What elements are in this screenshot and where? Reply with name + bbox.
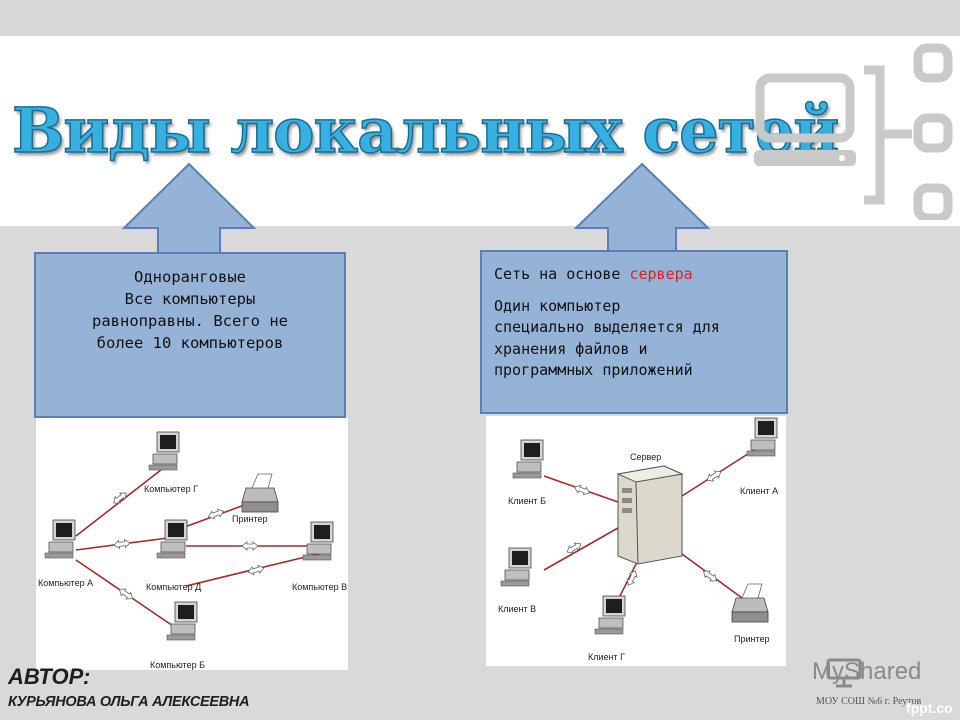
watermark-domain: fppt.co: [906, 700, 953, 716]
label-computer-d: Компьютер Д: [146, 582, 201, 592]
computer-a-icon: [44, 519, 76, 559]
callout-line: Один компьютер: [494, 296, 621, 315]
watermark-text: MyShared: [812, 658, 922, 685]
computer-v-icon: [302, 521, 334, 561]
server-icon: [616, 465, 684, 565]
link-arrow-icon: [572, 483, 592, 497]
callout-line: специально выделяется для: [494, 318, 720, 336]
label-client-g: Клиент Г: [588, 652, 625, 662]
callout-line: Одноранговые: [134, 268, 246, 286]
computer-b-icon: [166, 601, 198, 641]
link-arrow-icon: [116, 585, 136, 603]
callout-title-highlight: сервера: [629, 265, 693, 283]
link-arrow-icon: [241, 541, 259, 551]
network-logo-icon: [754, 43, 953, 220]
school-footer: МОУ СОШ №6 г. Реутов: [816, 696, 922, 707]
server-network-diagram: Сервер Клиент Б Клиент А Клиент В Клиент…: [486, 416, 786, 666]
callout-line: более 10 компьютеров: [96, 334, 284, 352]
link-arrow-icon: [564, 540, 584, 556]
up-arrow-right-icon: [574, 162, 710, 253]
callout-line: Все компьютеры: [124, 290, 256, 308]
computer-g-icon: [148, 431, 180, 471]
callout-line: равноправны. Всего не: [92, 312, 288, 330]
label-computer-v: Компьютер В: [292, 582, 347, 592]
label-client-a: Клиент А: [740, 486, 778, 496]
client-g-icon: [594, 595, 626, 635]
label-computer-a: Компьютер А: [38, 578, 93, 588]
label-computer-b: Компьютер Б: [150, 660, 205, 670]
top-strip: [0, 0, 960, 36]
label-printer: Принтер: [734, 634, 770, 644]
author-name: КУРЬЯНОВА ОЛЬГА АЛЕКСЕЕВНА: [8, 694, 250, 710]
up-arrow-left-icon: [122, 162, 256, 255]
label-client-b: Клиент Б: [508, 496, 546, 506]
client-v-icon: [500, 547, 532, 587]
server-network-callout: Сеть на основе сервера Один компьютер сп…: [480, 250, 788, 414]
slide-title: Виды локальных сетей: [11, 93, 840, 168]
peer-to-peer-callout: Одноранговые Все компьютеры равноправны.…: [34, 252, 346, 418]
label-printer: Принтер: [232, 514, 268, 524]
label-server: Сервер: [630, 452, 661, 462]
printer-icon: [241, 473, 279, 513]
network-links: [75, 465, 327, 629]
client-b-icon: [512, 439, 544, 479]
callout-title-prefix: Сеть на основе: [494, 265, 630, 283]
callout-line: хранения файлов и: [494, 339, 648, 358]
label-client-v: Клиент В: [498, 604, 536, 614]
callout-title: Сеть на основе сервера: [494, 264, 776, 286]
printer-icon: [731, 583, 769, 623]
label-computer-g: Компьютер Г: [144, 484, 198, 494]
client-a-icon: [746, 417, 778, 457]
presentation-board-icon: [826, 658, 862, 688]
peer-to-peer-diagram: Компьютер Г Принтер Компьютер А Компьюте…: [36, 418, 348, 670]
callout-line: программных приложений: [494, 361, 693, 379]
link-arrow-icon: [246, 563, 266, 577]
link-arrow-icon: [113, 538, 131, 550]
author-label: АВТОР:: [8, 664, 91, 689]
